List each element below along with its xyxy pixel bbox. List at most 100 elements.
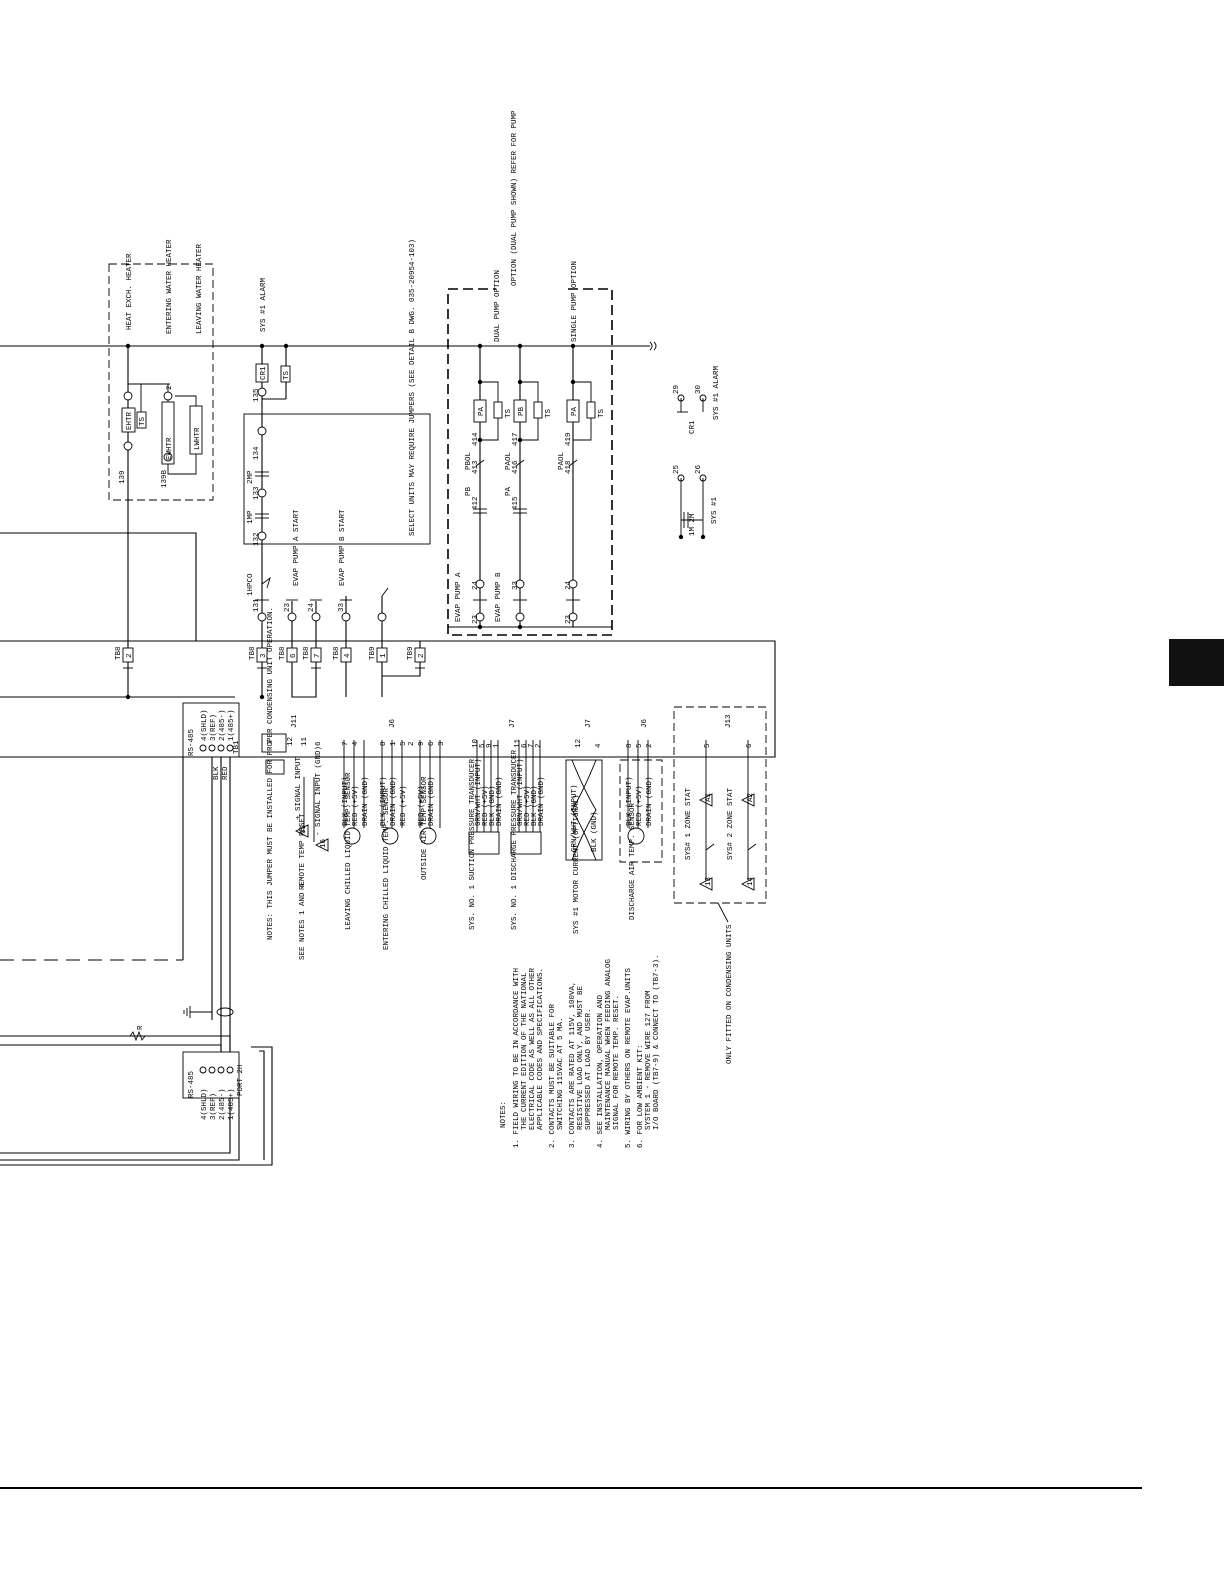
j13-5: 5 — [704, 743, 712, 748]
wire-23c: 23 — [565, 614, 573, 624]
note-4b: MAINTENANCE MANUAL WHEN FEEDING ANALOG — [605, 958, 613, 1130]
triangle-15: 15 — [300, 824, 308, 834]
p485-top: 1(485+) — [228, 709, 236, 741]
note-1b: THE CURRENT EDITION OF THE NATIONAL — [521, 972, 529, 1130]
note-2: 2. CONTACTS MUST BE SUITABLE FOR — [549, 1003, 557, 1148]
terminal-blocks — [122, 647, 426, 700]
j6-6: 6 — [428, 741, 436, 746]
wire-134: 134 — [253, 446, 261, 460]
tb-2b: 2 — [418, 653, 426, 658]
signal-input: + SIGNAL INPUT — [295, 756, 303, 820]
j7-7: 7 — [528, 743, 536, 748]
label-ts-cr1: TS — [283, 370, 291, 380]
label-heat-exch: HEAT EXCH. HEATER — [126, 253, 134, 330]
label-ehtr: EHTR — [126, 411, 134, 430]
rs485-bottom — [0, 1030, 273, 1166]
blk-label: BLK — [213, 766, 221, 780]
label-jumper-note: SELECT UNITS MAY REQUIRE JUMPERS (SEE DE… — [409, 239, 417, 536]
j7-grn-wht: GRN/WHT (INPUT) — [475, 758, 483, 826]
wire-30: 30 — [695, 384, 703, 394]
note-6c: I/O BOARD (TB7-9) & CONNECT TO (TB7-3). — [653, 954, 661, 1130]
wire-417: 417 — [512, 432, 520, 446]
shld-top: 4(SHLD) — [201, 709, 209, 741]
wire-24a: 24 — [308, 602, 316, 612]
note-3: 3. CONTACTS ARE RATED AT 115V, 100VA, — [569, 981, 577, 1148]
j6-blk-input2: BLK (INPUT) — [380, 776, 388, 826]
signal-input-gnd: - SIGNAL INPUT (GND) — [315, 746, 323, 836]
wire-131: 131 — [253, 598, 261, 612]
j7-2: 2 — [535, 743, 543, 748]
dat-drain-gnd: DRAIN (GND) — [646, 776, 654, 826]
motor-current-label: SYS #1 MOTOR CURRENT (OPTIONAL) — [573, 794, 581, 934]
note-3c: SUPPRESSED AT LOAD BY USER. — [585, 1008, 593, 1130]
label-entering-heater: ENTERING WATER HEATER — [166, 239, 174, 334]
section-tab-marker — [1169, 639, 1224, 686]
notes-title: NOTES: — [500, 1101, 508, 1128]
note-6b: SYSTEM 1 - REMOVE WIRE 127 FROM — [645, 990, 653, 1130]
wire-419: 419 — [565, 432, 573, 446]
label-ts-heat: TS — [139, 416, 147, 426]
diagram-labels: HEAT EXCH. HEATER ENTERING WATER HEATER … — [115, 110, 755, 1148]
tb-1: 1 — [380, 653, 388, 658]
ref-bot: 3(REF) — [210, 1093, 218, 1120]
j6-5: 5 — [400, 741, 408, 746]
j7-9: 9 — [486, 743, 494, 748]
note-4: 4. SEE INSTALLATION, OPERATION AND — [597, 994, 605, 1148]
j6b-label: J6 — [641, 718, 649, 728]
wire-139: 139 — [119, 470, 127, 484]
tb8-b: TB8 — [249, 646, 257, 660]
note-4c: SIGNAL FOR REMOTE TEMP. RESET. — [613, 995, 621, 1130]
j7-1: 1 — [493, 743, 501, 748]
wire-133: 133 — [253, 486, 261, 500]
note-3b: RESISTIVE LOAD ONLY, AND MUST BE — [577, 985, 585, 1130]
pump-start-contacts — [286, 587, 389, 622]
suction-xdcr: SYS. NO. 1 SUCTION PRESSURE TRANSDUCER — [469, 758, 477, 930]
wire-135: 135 — [253, 388, 261, 402]
triangle-14: 14 — [747, 876, 755, 886]
m485-top: 2(485-) — [219, 709, 227, 741]
j6-blk-input: BLK (INPUT) — [342, 776, 350, 826]
j7a-label: J7 — [509, 719, 517, 728]
label-pb-cont: PB — [465, 486, 473, 496]
label-evap-pump-a: EVAP PUMP A — [455, 572, 463, 622]
j11-connector — [261, 733, 329, 852]
j7-blk-gnd2: BLK (GND) — [531, 785, 539, 826]
j6-8: 8 — [380, 741, 388, 746]
j11-11: 11 — [301, 736, 309, 746]
tb-6: 6 — [290, 653, 298, 658]
label-1m2m: 1M 2M — [689, 513, 697, 536]
j6-9: 9 — [418, 741, 426, 746]
sys1-zone: SYS# 1 ZONE STAT — [685, 787, 693, 860]
wire-412: 412 — [472, 496, 480, 510]
label-sys1-alarm-right: SYS #1 ALARM — [713, 365, 721, 420]
tb8-d: TB8 — [303, 646, 311, 660]
label-ts2: TS — [545, 408, 553, 418]
note-6: 6. FOR LOW AMBIENT KIT: — [637, 1044, 645, 1148]
label-pb: PB — [518, 406, 526, 416]
label-dual-pump: DUAL PUMP OPTION — [494, 270, 502, 342]
entering-chilled: ENTERING CHILLED LIQUID TEMP. SENSOR — [383, 787, 391, 950]
j6-4: 4 — [352, 741, 360, 746]
j6-3: 3 — [438, 741, 446, 746]
wire-139b: 139B — [161, 469, 169, 488]
sys2-zone: SYS# 2 ZONE STAT — [727, 787, 735, 860]
j7b-4: 4 — [595, 743, 603, 748]
rs485-top — [182, 702, 240, 1051]
j7-10: 10 — [472, 738, 480, 748]
j13-label: J13 — [725, 714, 733, 728]
note-1: 1. FIELD WIRING TO BE IN ACCORDANCE WITH — [513, 968, 521, 1148]
tb8-c: TB8 — [279, 646, 287, 660]
jumper-install: NOTES: THIS JUMPER MUST BE INSTALLED FOR… — [267, 607, 275, 940]
jumper-box — [243, 343, 431, 622]
triangle-16: 16 — [320, 838, 328, 848]
j6-drain-gnd: DRAIN (GND) — [362, 776, 370, 826]
label-evap-pump-b: EVAP PUMP B — [495, 572, 503, 622]
tb8-a: TB8 — [115, 646, 123, 660]
j6-drain-gnd2: DRAIN (GND) — [390, 776, 398, 826]
j7-6: 6 — [521, 743, 529, 748]
discharge-air-label: DISCHARGE AIR TEMP. SENSOR — [629, 802, 637, 920]
label-evap-pump-a-start: EVAP PUMP A START — [293, 509, 301, 586]
j6-red-5v2: RED (+5V) — [400, 785, 408, 826]
note-1c: ELECTRICAL CODE AS WELL AS ALL OTHER — [529, 967, 537, 1130]
